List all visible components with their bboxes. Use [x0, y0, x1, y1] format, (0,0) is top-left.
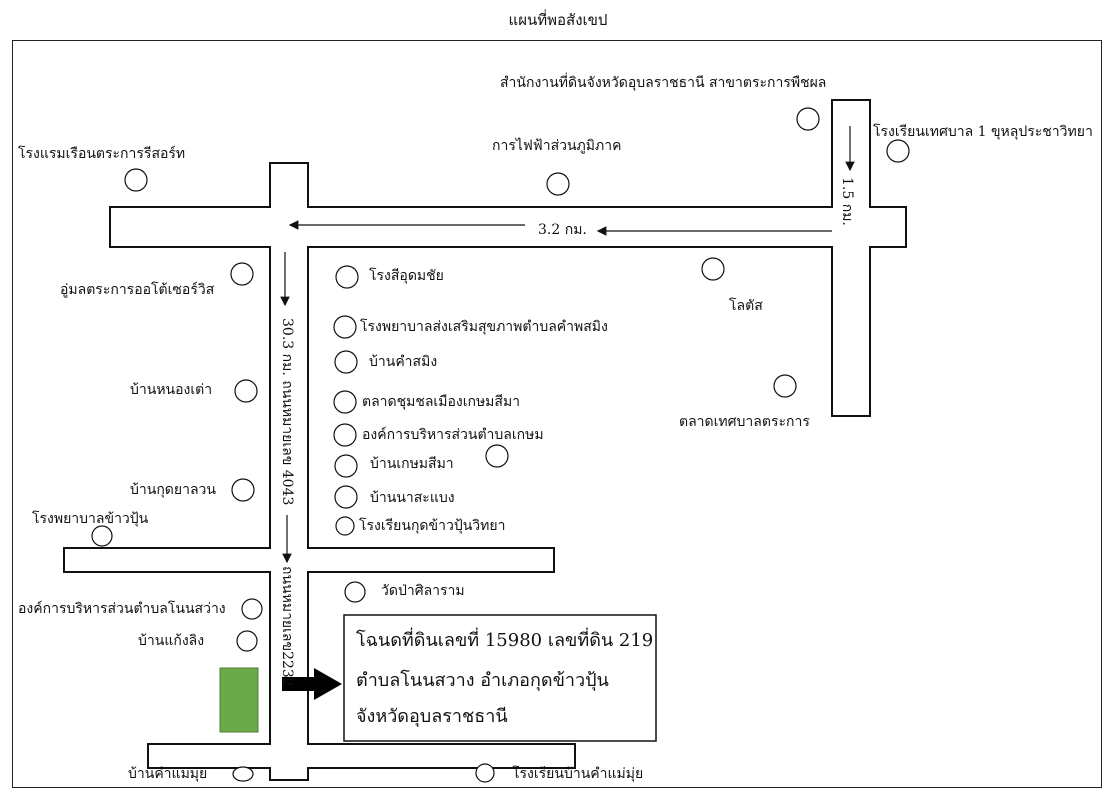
- land-office-marker: [796, 107, 820, 131]
- sao-kasem-marker-2: [485, 444, 509, 468]
- road-2232-label: ถนนหมายเลข2232: [279, 566, 295, 687]
- kham-saming-label: บ้านคำสมิง: [369, 354, 438, 370]
- parcel-pointer-arrow: [282, 668, 342, 700]
- lotus-marker: [701, 257, 725, 281]
- garage-marker: [230, 262, 254, 286]
- road-4043-label: 30.3 กม. ถนนหมายเลข 4043: [279, 318, 295, 506]
- mill-label: โรงสีอุดมชัย: [369, 268, 444, 284]
- school-kkp-marker: [335, 516, 355, 536]
- distance-1-5km: 1.5 กม.: [839, 177, 855, 226]
- market-community-label: ตลาดชุมชลเมืองเกษมสีมา: [362, 394, 521, 410]
- land-office-label: สำนักงานที่ดินจังหวัดอุบลราชธานี สาขาตระ…: [500, 75, 827, 91]
- school1-marker: [886, 139, 910, 163]
- temple-label: วัดป่าศิลาราม: [381, 583, 465, 599]
- market-municipal-marker: [773, 374, 797, 398]
- sao-kasem-marker: [333, 423, 357, 447]
- hospital-kkp-label: โรงพยาบาลข้าวปุ้น: [32, 511, 149, 527]
- nong-tao-marker: [234, 379, 258, 403]
- pea-marker: [546, 172, 570, 196]
- kaeng-ling-marker: [236, 630, 258, 652]
- hospital-rural-marker: [333, 315, 357, 339]
- parcel-location-line: ตำบลโนนสวาง อำเภอกุดข้าวปุ้น: [356, 670, 609, 691]
- parcel-area: [219, 667, 259, 733]
- lotus-label: โลตัส: [729, 298, 763, 314]
- nong-tao-label: บ้านหนองเต่า: [130, 382, 213, 398]
- kham-mae-mui-marker: [232, 766, 254, 782]
- parcel-deed-line: โฉนดที่ดินเลขที่ 15980 เลขที่ดิน 219: [356, 630, 654, 651]
- temple-marker: [344, 581, 366, 603]
- sao-non-sawang-label: องค์การบริหารส่วนตำบลโนนสว่าง: [18, 601, 226, 617]
- kut-ya-luan-marker: [231, 478, 255, 502]
- market-municipal-label: ตลาดเทศบาลตระการ: [679, 414, 810, 430]
- hospital-rural-label: โรงพยาบาลส่งเสริมสุขภาพตำบลคำพสมิง: [360, 319, 608, 335]
- kham-mae-mui-label: บ้านคำแม่มุ่ย: [128, 766, 208, 782]
- school-kham-mae-mui-label: โรงเรียนบ้านคำแม่มุ่ย: [512, 766, 644, 782]
- kaeng-ling-label: บ้านแก้งลิง: [138, 633, 205, 649]
- hotel-label: โรงแรมเรือนตระการรีสอร์ท: [18, 146, 186, 162]
- parcel-province-line: จังหวัดอุบลราชธานี: [356, 706, 508, 727]
- sao-non-sawang-marker: [241, 598, 263, 620]
- garage-label: อู่มลตระการออโต้เซอร์วิส: [60, 282, 215, 298]
- kham-saming-marker: [334, 350, 358, 374]
- na-sabaeng-label: บ้านนาสะแบง: [370, 490, 455, 506]
- hospital-kkp-marker: [91, 525, 113, 547]
- pea-label: การไฟฟ้าส่วนภูมิภาค: [492, 138, 622, 154]
- hotel-marker: [124, 168, 148, 192]
- market-community-marker: [333, 390, 357, 414]
- kut-ya-luan-label: บ้านกุดยาลวน: [130, 482, 216, 498]
- sao-kasem-label: องค์การบริหารส่วนตำบลเกษม: [362, 427, 544, 443]
- parcel-info-box: [343, 614, 657, 742]
- map-title: แผนที่พอสังเขป: [508, 11, 608, 29]
- kasem-sima-marker: [334, 454, 358, 478]
- distance-3-2km: 3.2 กม.: [538, 222, 587, 238]
- mill-marker: [335, 265, 359, 289]
- school-kham-mae-mui-marker: [475, 763, 495, 783]
- school1-label: โรงเรียนเทศบาล 1 ขุหลุประชาวิทยา: [873, 124, 1093, 140]
- school-kkp-label: โรงเรียนกุดข้าวปุ้นวิทยา: [359, 518, 506, 534]
- na-sabaeng-marker: [334, 485, 358, 509]
- kasem-sima-label: บ้านเกษมสีมา: [370, 456, 454, 472]
- map-frame: [12, 40, 1102, 788]
